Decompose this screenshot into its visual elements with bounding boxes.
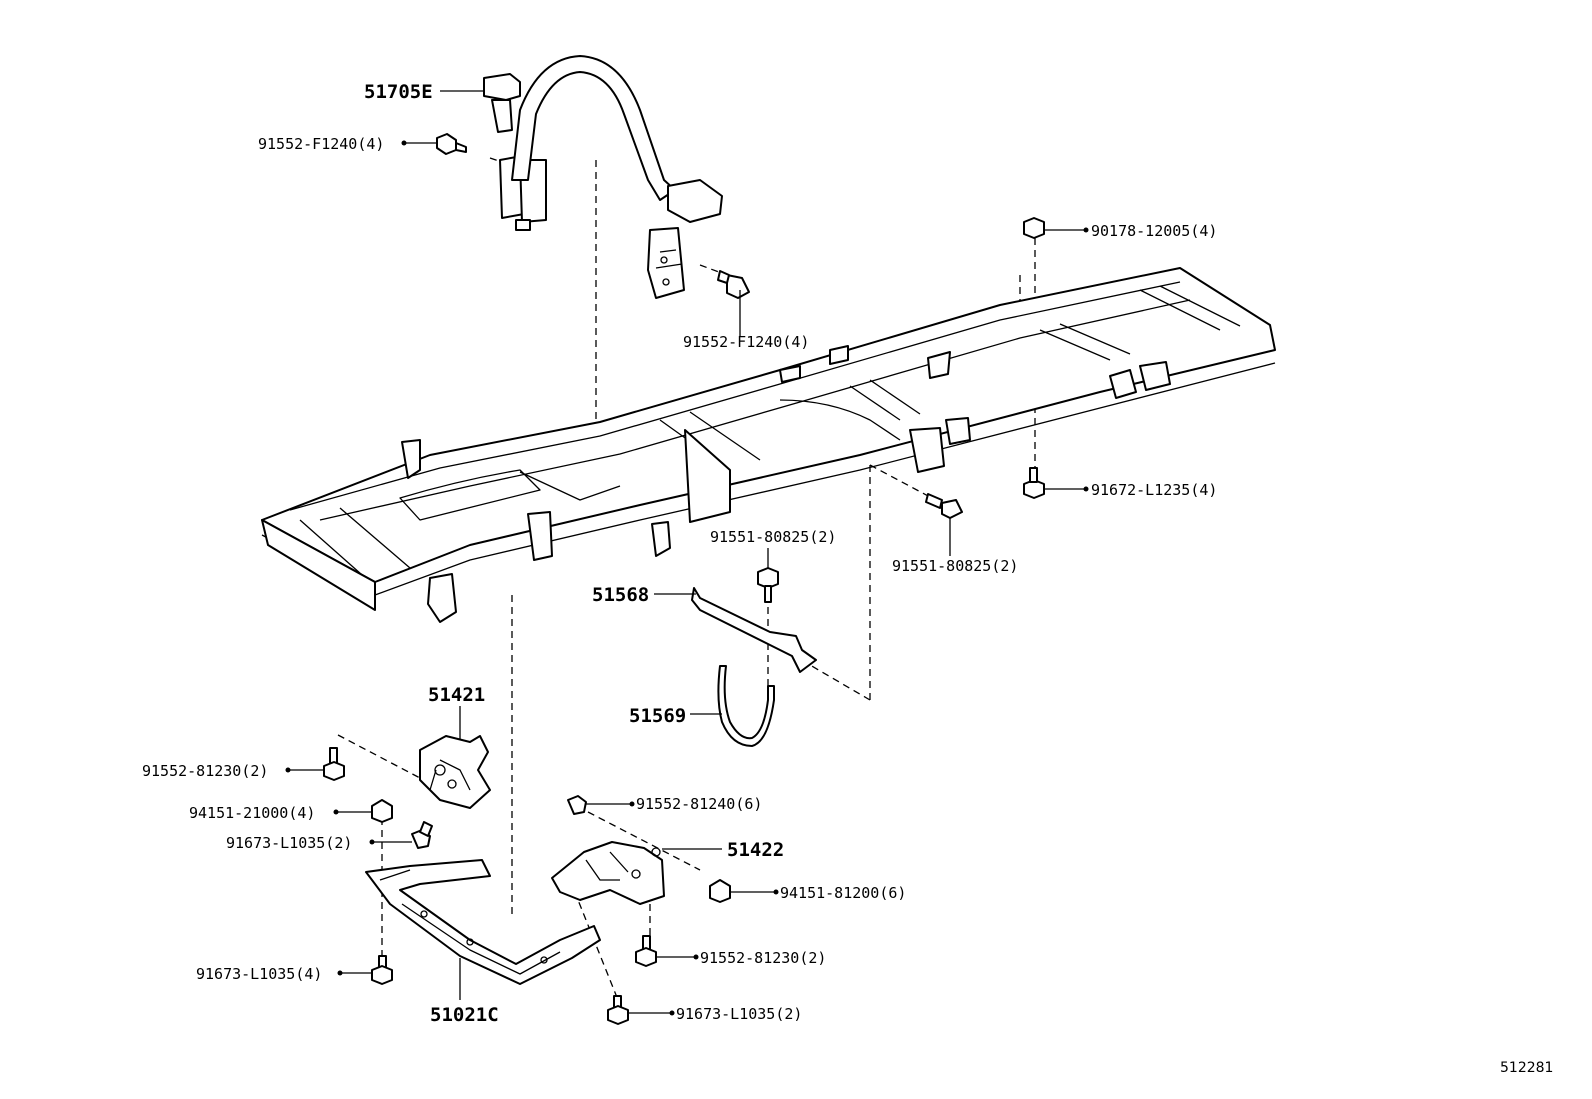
bolt-icon: [757, 567, 779, 603]
callout-51021C: 51021C: [430, 1004, 499, 1026]
bracket-51421: [419, 735, 491, 809]
bolt-icon: [411, 821, 433, 849]
callout-91552-F1240: 91552-F1240(4): [683, 333, 809, 351]
leader-lines: [288, 90, 1086, 1014]
callout-labels: 51705E 91552-F1240(4) 91552-F1240(4) 901…: [142, 81, 1217, 1026]
callout-91552-81230: 91552-81230(2): [700, 949, 826, 967]
strap-51569: [717, 665, 775, 747]
callout-91673-L1035: 91673-L1035(4): [196, 965, 322, 983]
bolt-icon: [607, 995, 629, 1025]
callout-51421: 51421: [428, 684, 485, 706]
bolt-icon: [635, 935, 657, 967]
bolt-icon: [1023, 467, 1045, 499]
callout-91552-81230: 91552-81230(2): [142, 762, 268, 780]
bracket-51422: [551, 841, 665, 905]
bolt-icon: [567, 795, 587, 815]
callout-51705E: 51705E: [364, 81, 433, 103]
callout-90178-12005: 90178-12005(4): [1091, 222, 1217, 240]
bolt-icon: [925, 493, 963, 519]
leader-dots: [285, 140, 1089, 1016]
callout-51568: 51568: [592, 584, 649, 606]
chassis-frame: [261, 267, 1276, 623]
bracket-51568: [691, 587, 817, 673]
callout-91551-80825: 91551-80825(2): [892, 557, 1018, 575]
nut-icon: [1023, 217, 1045, 239]
hoop-bracket-51705E: [483, 55, 723, 299]
diagram-id: 512281: [1500, 1060, 1553, 1076]
crossmember-51021C: [365, 859, 601, 985]
bolt-icon: [717, 270, 750, 299]
callout-91672-L1235: 91672-L1235(4): [1091, 481, 1217, 499]
nut-icon: [709, 879, 731, 903]
callout-94151-81200: 94151-81200(6): [780, 884, 906, 902]
bolt-icon: [323, 747, 345, 781]
callout-91673-L1035: 91673-L1035(2): [226, 834, 352, 852]
callout-91552-81240: 91552-81240(6): [636, 795, 762, 813]
callout-91552-F1240: 91552-F1240(4): [258, 135, 384, 153]
callout-91551-80825: 91551-80825(2): [710, 528, 836, 546]
callout-51422: 51422: [727, 839, 784, 861]
bolt-icon: [371, 955, 393, 985]
nut-icon: [371, 799, 393, 823]
callout-94151-21000: 94151-21000(4): [189, 804, 315, 822]
callout-91673-L1035: 91673-L1035(2): [676, 1005, 802, 1023]
callout-51569: 51569: [629, 705, 686, 727]
bolt-icon: [436, 133, 467, 155]
